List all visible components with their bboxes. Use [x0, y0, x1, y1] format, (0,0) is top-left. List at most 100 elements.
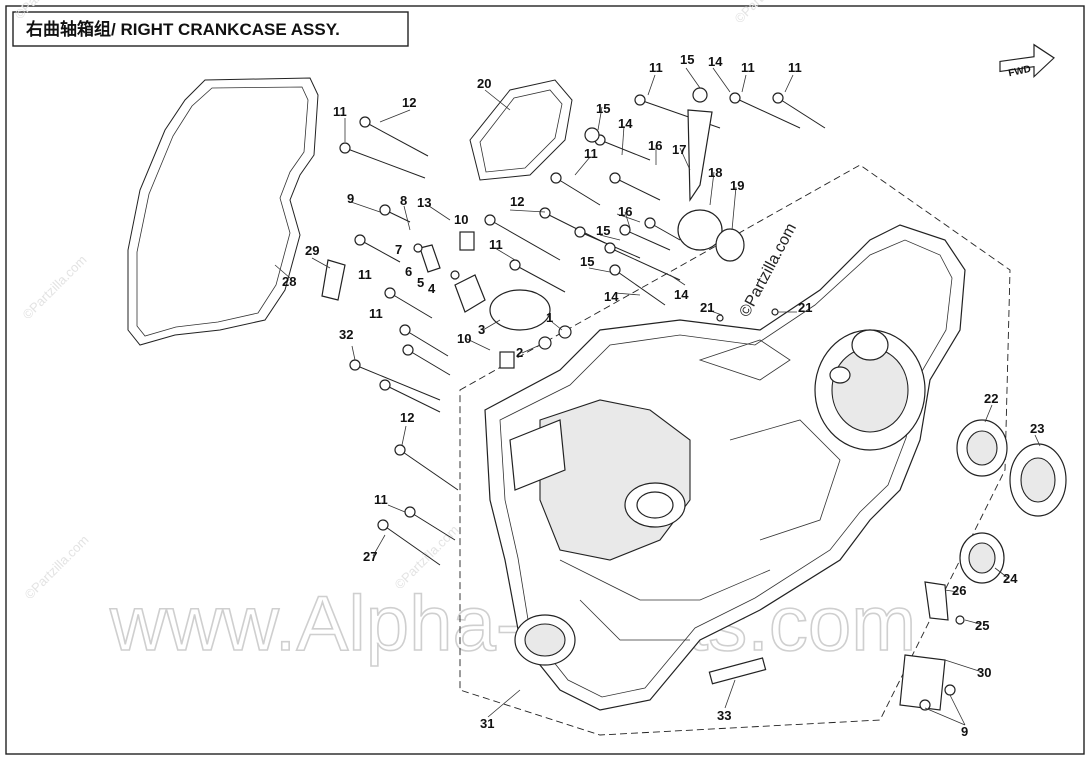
small-parts: [321, 87, 1067, 711]
watermark-brand: ©Partzilla.com: [737, 221, 801, 320]
callout-label: 1: [546, 310, 553, 325]
actuator-3: [489, 289, 551, 331]
callout-label: 18: [708, 165, 722, 180]
callout-label: 13: [417, 195, 431, 210]
callout-label: 14: [604, 289, 619, 304]
gasket-20: [469, 79, 573, 181]
callout-label: 21: [700, 300, 714, 315]
screw-25: [955, 615, 965, 625]
callout-label: 16: [618, 204, 632, 219]
callout-label: 32: [339, 327, 353, 342]
bolt: [399, 324, 449, 357]
title-box: 右曲轴箱组/ RIGHT CRANKCASE ASSY.: [12, 11, 409, 47]
callout-label: 15: [596, 101, 610, 116]
callout-label: 30: [977, 665, 991, 680]
callout-label: 4: [428, 281, 436, 296]
callout-label: 12: [402, 95, 416, 110]
callout-label: 11: [741, 60, 755, 75]
callout-label: 11: [489, 237, 503, 252]
bolt: [404, 506, 456, 541]
callout-label: 3: [478, 322, 485, 337]
forward-label: FWD: [1007, 64, 1032, 79]
dowel-10a: [459, 231, 475, 251]
bolt: [377, 519, 441, 566]
washer-15b: [584, 127, 600, 143]
callout-label: 24: [1003, 571, 1018, 586]
bolt: [729, 92, 801, 129]
callout-label: 12: [400, 410, 414, 425]
callout-label: 28: [282, 274, 296, 289]
callout-label: 22: [984, 391, 998, 406]
bolt-9b: [919, 699, 931, 711]
callout-label: 11: [333, 104, 347, 119]
callout-label: 11: [358, 267, 372, 282]
bolt: [604, 242, 681, 281]
callout-label: 14: [674, 287, 689, 302]
callout-label: 11: [584, 146, 598, 161]
part-33: [708, 657, 767, 685]
callout-label: 15: [596, 223, 610, 238]
callout-label: 9: [347, 191, 354, 206]
callout-label: 17: [672, 142, 686, 157]
callout-label: 16: [648, 138, 662, 153]
callout-label: 29: [305, 243, 319, 258]
oring-19: [715, 228, 745, 262]
crankcase-body: [484, 224, 966, 711]
ring-2: [538, 336, 552, 350]
bolt: [394, 444, 459, 491]
callout-label: 15: [580, 254, 594, 269]
bolt: [349, 359, 441, 401]
bolt: [339, 142, 426, 179]
callout-label: 11: [374, 492, 388, 507]
bolt: [359, 116, 429, 157]
bolt-9a: [944, 684, 956, 696]
callout-label: 11: [369, 306, 383, 321]
callout-label: 5: [417, 275, 424, 290]
callout-label: 23: [1030, 421, 1044, 436]
bolt: [609, 172, 661, 201]
bolt: [384, 287, 433, 319]
callout-label: 15: [680, 52, 694, 67]
watermark-small-2: ©Partzilla.com: [20, 252, 90, 322]
cover-30: [899, 654, 946, 711]
watermark-small-4: ©Partzilla.com: [732, 0, 802, 26]
pin-21b: [771, 308, 779, 316]
callout-label: 26: [952, 583, 966, 598]
watermark-small-3: ©Partzilla.com: [22, 532, 92, 602]
bolt: [609, 264, 666, 306]
callout-label: 2: [516, 345, 523, 360]
callout-label: 25: [975, 618, 989, 633]
washer-15: [692, 87, 708, 103]
bracket-17: [687, 109, 713, 202]
callout-label: 11: [649, 60, 663, 75]
bolt: [484, 214, 561, 261]
callout-label: 27: [363, 549, 377, 564]
spring-1: [558, 325, 572, 339]
callout-label: 6: [405, 264, 412, 279]
diagram-title: 右曲轴箱组/ RIGHT CRANKCASE ASSY.: [26, 19, 340, 39]
forward-arrow-icon: FWD: [999, 43, 1055, 79]
pump-18: [677, 209, 723, 251]
leader-lines: [274, 67, 1041, 726]
dowel-10b: [499, 351, 515, 369]
callout-label: 8: [400, 193, 407, 208]
pin-21a: [716, 314, 724, 322]
bolt: [379, 379, 441, 413]
callout-label: 14: [708, 54, 723, 69]
bolt: [379, 204, 411, 223]
callout-label: 20: [477, 76, 491, 91]
ball-4: [450, 270, 460, 280]
diagram-frame: [5, 5, 1085, 755]
bolt: [402, 344, 451, 376]
gasket-28: [127, 77, 319, 346]
callout-labels: 11 15 14 11 11 20 12 11 15 14 11 16 17 1…: [282, 52, 1044, 739]
bolt: [550, 172, 601, 206]
callout-label: 21: [798, 300, 812, 315]
callout-label: 7: [395, 242, 402, 257]
cover-29: [321, 259, 346, 301]
callout-label: 9: [961, 724, 968, 739]
bolt: [772, 92, 826, 129]
callout-label: 11: [788, 60, 802, 75]
bolt: [619, 224, 671, 251]
